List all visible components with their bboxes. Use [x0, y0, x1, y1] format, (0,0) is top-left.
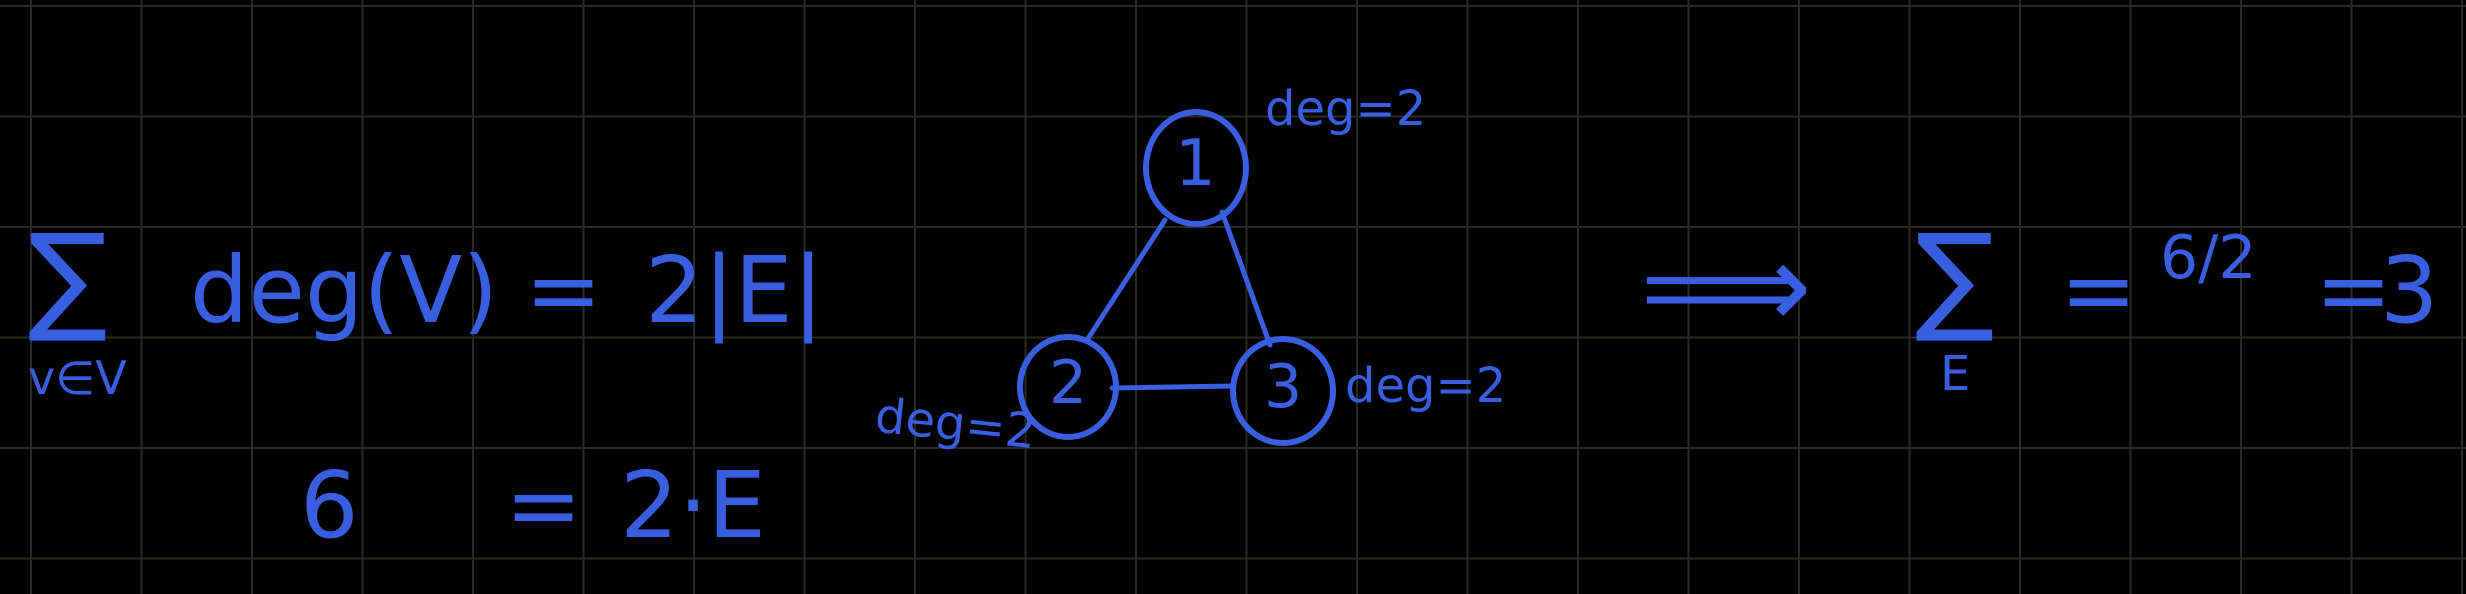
sum-symbol: ∑	[28, 208, 108, 346]
edge-expression: 2·E	[620, 452, 766, 559]
equals-sign-1: =	[525, 237, 603, 344]
equals-sign-4: =	[2315, 237, 2393, 344]
degree-label-node-2: deg=2	[872, 387, 1039, 461]
sum-subscript: v∈V	[28, 351, 127, 405]
node-label-1: 1	[1175, 127, 1216, 201]
edge-sum-subscript: E	[1940, 346, 1971, 402]
equals-sign-3: =	[2060, 237, 2138, 344]
edge-1-2	[1084, 217, 1168, 343]
total-degree-value: 6	[300, 452, 359, 559]
fraction-six-halves: 6/2	[2160, 223, 2257, 293]
degree-sum-lhs: deg(V)	[190, 237, 499, 344]
equals-sign-2: =	[505, 452, 583, 559]
edge-1-3	[1219, 209, 1273, 348]
node-label-2: 2	[1049, 348, 1088, 418]
edge-count-result: 3	[2380, 237, 2439, 344]
degree-label-node-3: deg=2	[1345, 358, 1507, 414]
degree-sum-rhs: 2|E|	[645, 237, 824, 344]
node-label-3: 3	[1264, 352, 1303, 422]
implies-arrow: ⟹	[1640, 218, 1813, 357]
edge-2-3	[1109, 383, 1236, 391]
degree-label-node-1: deg=2	[1265, 81, 1427, 137]
edge-sum-symbol: ∑	[1915, 208, 1995, 346]
